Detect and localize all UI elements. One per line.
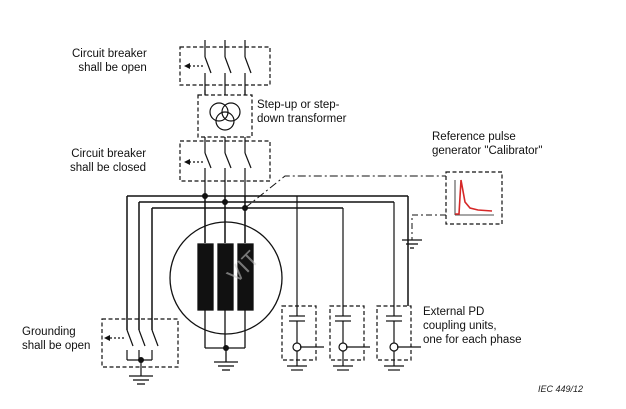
coupling-unit-3	[376, 202, 421, 371]
star-point-dot	[223, 345, 229, 351]
grounding-arrow-icon	[104, 335, 110, 341]
grounding-ground-icon	[129, 375, 153, 385]
machine-ground-icon	[214, 361, 238, 371]
transformer-symbol	[197, 90, 253, 145]
grounding-node-dot	[138, 357, 144, 363]
coupling-unit-1	[281, 196, 324, 371]
bus-lines	[126, 195, 408, 330]
middle-breaker-closed	[179, 140, 271, 196]
coupling-unit-2	[329, 208, 370, 371]
grounding-switch	[101, 318, 179, 376]
label-calibrator: Reference pulse generator "Calibrator"	[432, 131, 543, 157]
label-breaker-open: Circuit breaker shall be open	[72, 48, 147, 74]
label-external-pd: External PD coupling units, one for each…	[423, 306, 522, 346]
calibrator-box	[445, 171, 503, 225]
label-breaker-closed: Circuit breaker shall be closed	[70, 148, 147, 174]
calibrator-link-line	[244, 175, 446, 209]
label-grounding: Grounding shall be open	[22, 326, 91, 352]
label-transformer: Step-up or step- down transformer	[257, 99, 347, 125]
figure-credit: IEC 449/12	[538, 384, 584, 394]
top-breaker-open	[179, 40, 271, 95]
calibrator-ground-icon	[402, 239, 422, 249]
calibrator-pulse-icon	[455, 179, 493, 215]
calibrator-ground-lead	[411, 214, 446, 240]
generator-machine	[169, 221, 283, 362]
